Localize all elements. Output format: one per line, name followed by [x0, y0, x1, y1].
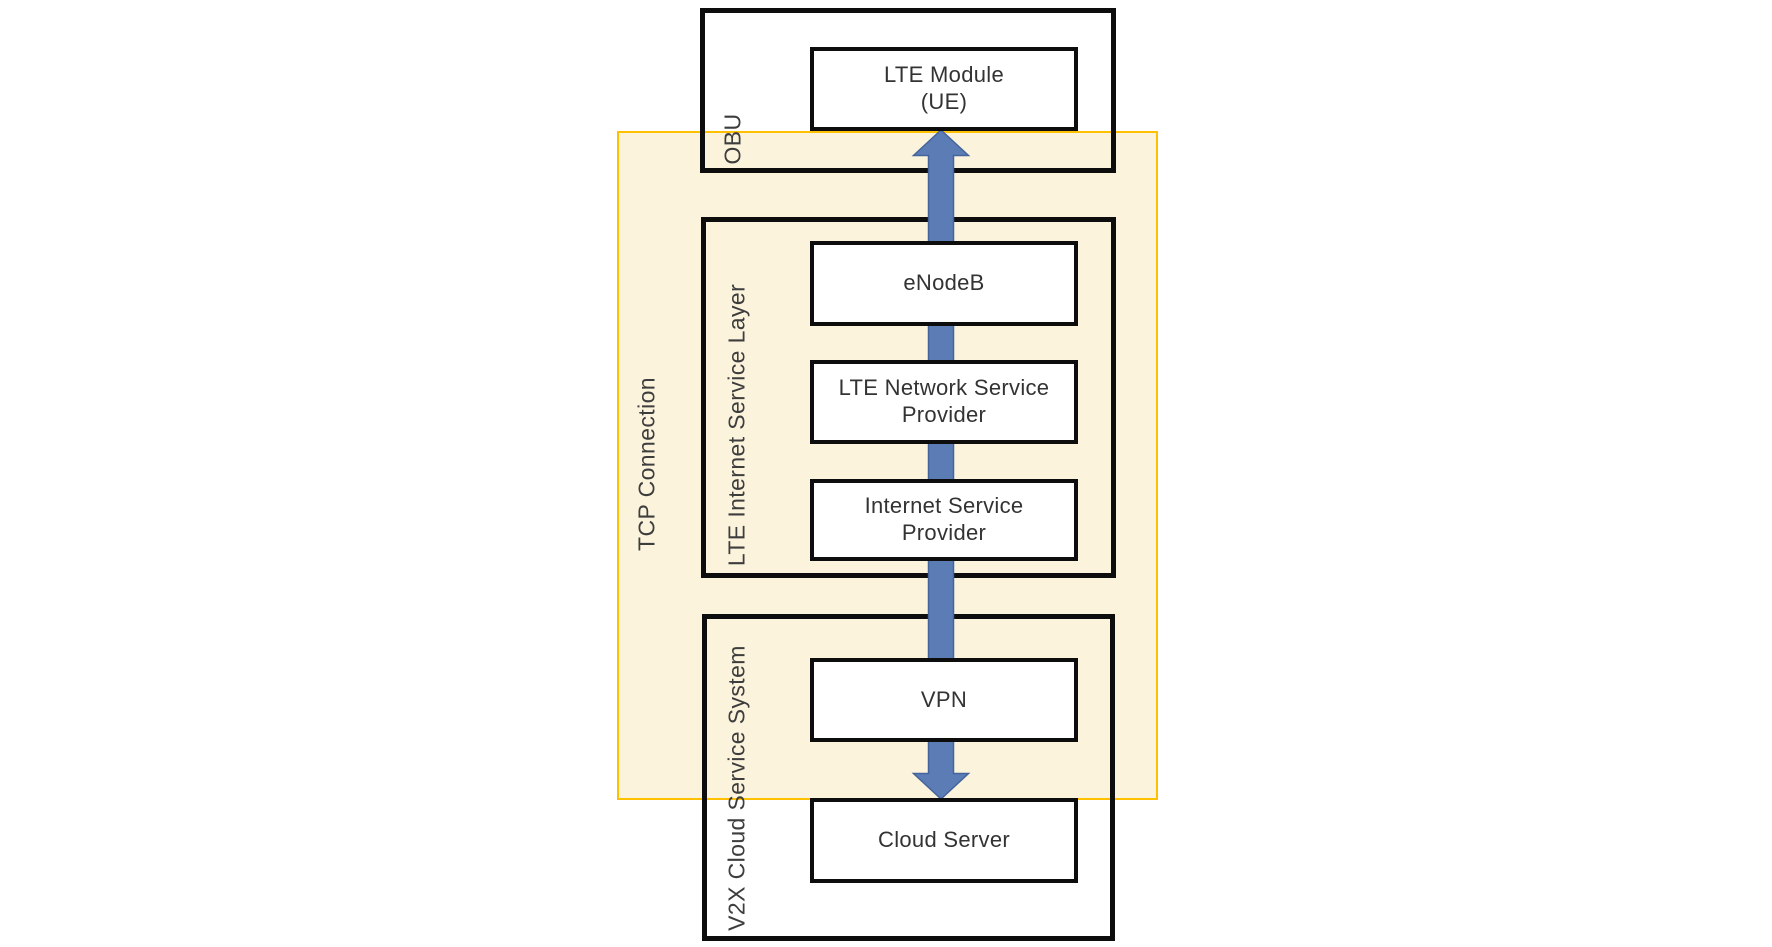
isp-title: Internet Service [864, 493, 1024, 519]
isp-subtitle: Provider [901, 520, 987, 545]
lte-nsp-subtitle: Provider [901, 402, 987, 427]
vpn-title: VPN [920, 686, 968, 712]
lte-internet-service-layer-section-label: LTE Internet Service Layer [723, 283, 750, 567]
tcp-connection-label: TCP Connection [633, 377, 660, 551]
lte-module-subtitle: (UE) [920, 89, 968, 114]
enodeb-node: eNodeB [810, 241, 1078, 326]
enodeb-title: eNodeB [903, 270, 985, 296]
cloud-server-title: Cloud Server [878, 827, 1010, 853]
v2x-cloud-service-system-section-label: V2X Cloud Service System [723, 645, 750, 931]
vpn-node: VPN [810, 658, 1078, 742]
lte-module-title: LTE Module [884, 62, 1004, 88]
lte-module-node: LTE Module (UE) [810, 47, 1078, 131]
lte-internet-service-layer-section-box [701, 217, 1116, 578]
lte-network-service-provider-node: LTE Network Service Provider [810, 360, 1078, 444]
cloud-server-node: Cloud Server [810, 798, 1078, 883]
internet-service-provider-node: Internet Service Provider [810, 479, 1078, 561]
lte-nsp-title: LTE Network Service [838, 375, 1050, 401]
obu-section-label: OBU [719, 113, 746, 165]
v2x-cloud-service-system-section-box [702, 614, 1115, 941]
obu-section-box [700, 8, 1116, 173]
